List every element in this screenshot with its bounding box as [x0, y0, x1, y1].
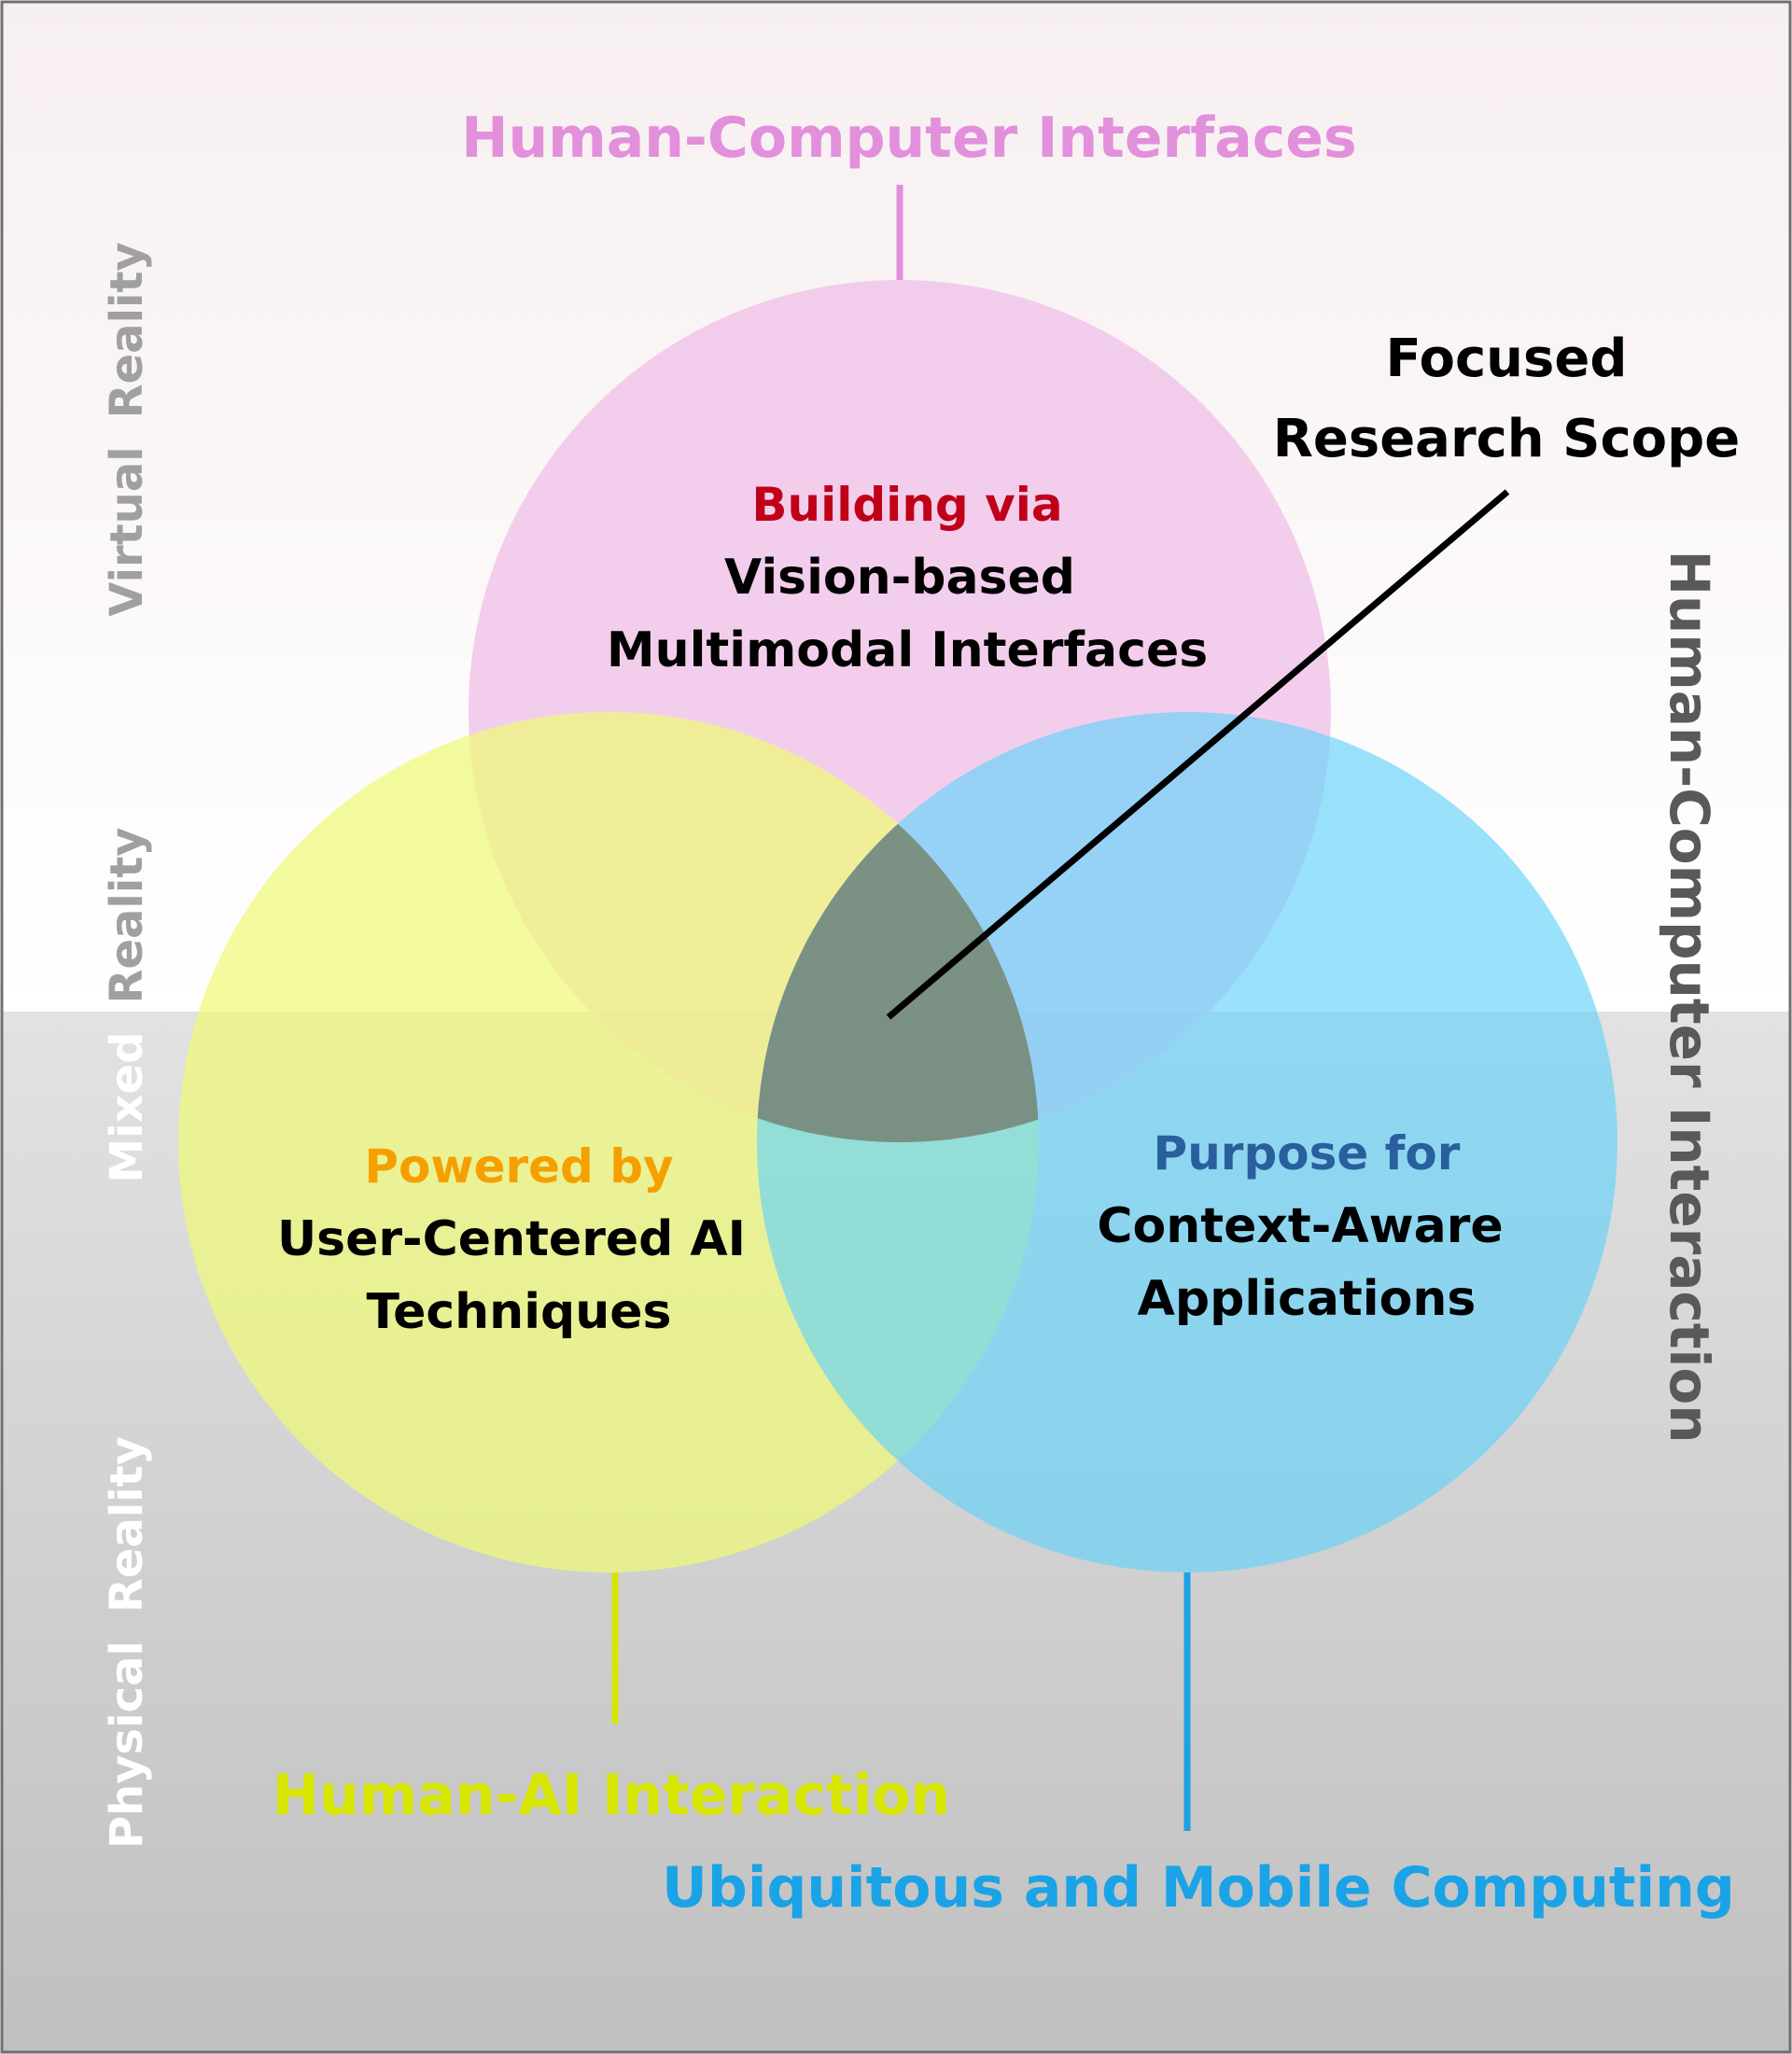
right-side-label: Human-Computer Interaction: [1658, 550, 1721, 1443]
focus-label-line-2: Research Scope: [1273, 409, 1740, 469]
right-circle-heading: Purpose for: [1154, 1126, 1461, 1181]
mixed-reality-label: Mixed Reality: [101, 827, 153, 1182]
virtual-reality-word: Reality: [101, 242, 153, 418]
mixed-reality-word: Reality: [101, 827, 153, 1003]
virtual-word: Virtual: [101, 446, 153, 616]
right-circle-line-1: Context-Aware: [1097, 1198, 1503, 1254]
top-circle-heading: Building via: [751, 478, 1062, 532]
mixed-word: Mixed: [101, 1031, 153, 1182]
physical-word: Physical: [101, 1641, 153, 1849]
right-circle-line-2: Applications: [1138, 1271, 1477, 1327]
physical-reality-word: Reality: [101, 1436, 153, 1613]
left-circle-heading: Powered by: [364, 1139, 673, 1194]
bottom-right-label: Ubiquitous and Mobile Computing: [662, 1855, 1735, 1921]
virtual-reality-label: Virtual Reality: [101, 242, 153, 616]
physical-reality-label: Physical Reality: [101, 1436, 153, 1849]
bottom-left-label: Human-AI Interaction: [273, 1763, 950, 1828]
left-circle-line-2: Techniques: [367, 1284, 672, 1340]
focus-label-line-1: Focused: [1386, 328, 1628, 389]
left-circle-line-1: User-Centered AI: [277, 1211, 746, 1267]
top-label: Human-Computer Interfaces: [461, 105, 1356, 171]
focus-pointer-line: [886, 489, 1510, 1020]
top-circle-line-2: Multimodal Interfaces: [607, 622, 1208, 678]
top-circle-line-1: Vision-based: [724, 550, 1075, 606]
